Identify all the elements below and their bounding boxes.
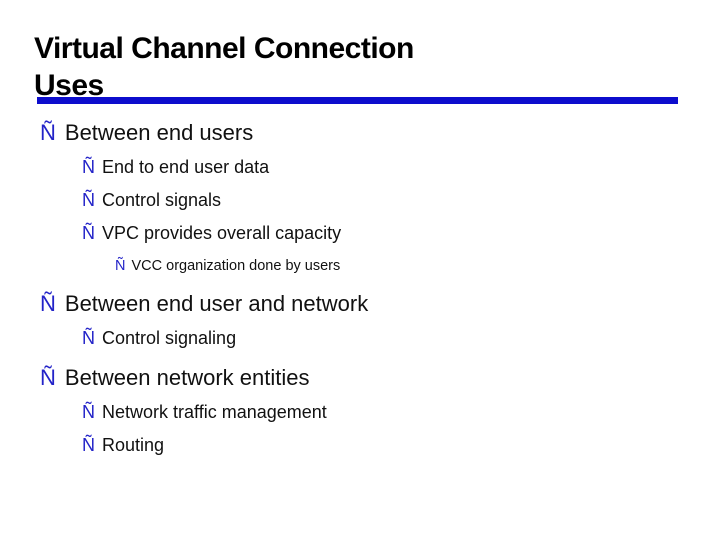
bullet-icon: Ñ [40,119,56,145]
bullet-item: Ñ Between end users [40,114,700,151]
bullet-item-text: Control signaling [102,328,237,348]
bullet-item: Ñ Routing [40,429,700,462]
bullet-item-text: VCC organization done by users [131,257,341,274]
bullet-icon: Ñ [82,157,95,177]
bullet-item: Ñ Control signals [40,184,700,217]
bullet-item: Ñ VCC organization done by users [40,250,700,281]
bullet-list: Ñ Between end users Ñ End to end user da… [40,114,700,462]
bullet-item-text: Between network entities [64,364,310,390]
bullet-item: Ñ Control signaling [40,322,700,355]
bullet-item-text: Control signals [102,190,222,210]
title-divider-rule [37,97,678,104]
bullet-item-text: Network traffic management [102,402,327,422]
bullet-item: Ñ VPC provides overall capacity [40,217,700,250]
bullet-item-text: Between end user and network [64,290,369,316]
bullet-icon: Ñ [40,364,56,390]
bullet-icon: Ñ [40,290,56,316]
bullet-icon: Ñ [115,257,126,274]
slide-title-line-2: Uses [34,69,104,103]
slide-title-line-1: Virtual Channel Connection [34,32,414,66]
bullet-item-text: Routing [102,435,165,455]
bullet-item-text: VPC provides overall capacity [102,223,342,243]
bullet-icon: Ñ [82,190,95,210]
bullet-item: Ñ Network traffic management [40,396,700,429]
bullet-icon: Ñ [82,435,95,455]
slide-title: Virtual Channel Connection Uses [34,30,694,104]
bullet-item-text: Between end users [64,119,254,145]
bullet-item: Ñ Between network entities [40,359,700,396]
bullet-icon: Ñ [82,328,95,348]
bullet-item: Ñ Between end user and network [40,285,700,322]
bullet-icon: Ñ [82,223,95,243]
bullet-icon: Ñ [82,402,95,422]
bullet-item: Ñ End to end user data [40,151,700,184]
bullet-item-text: End to end user data [102,157,270,177]
